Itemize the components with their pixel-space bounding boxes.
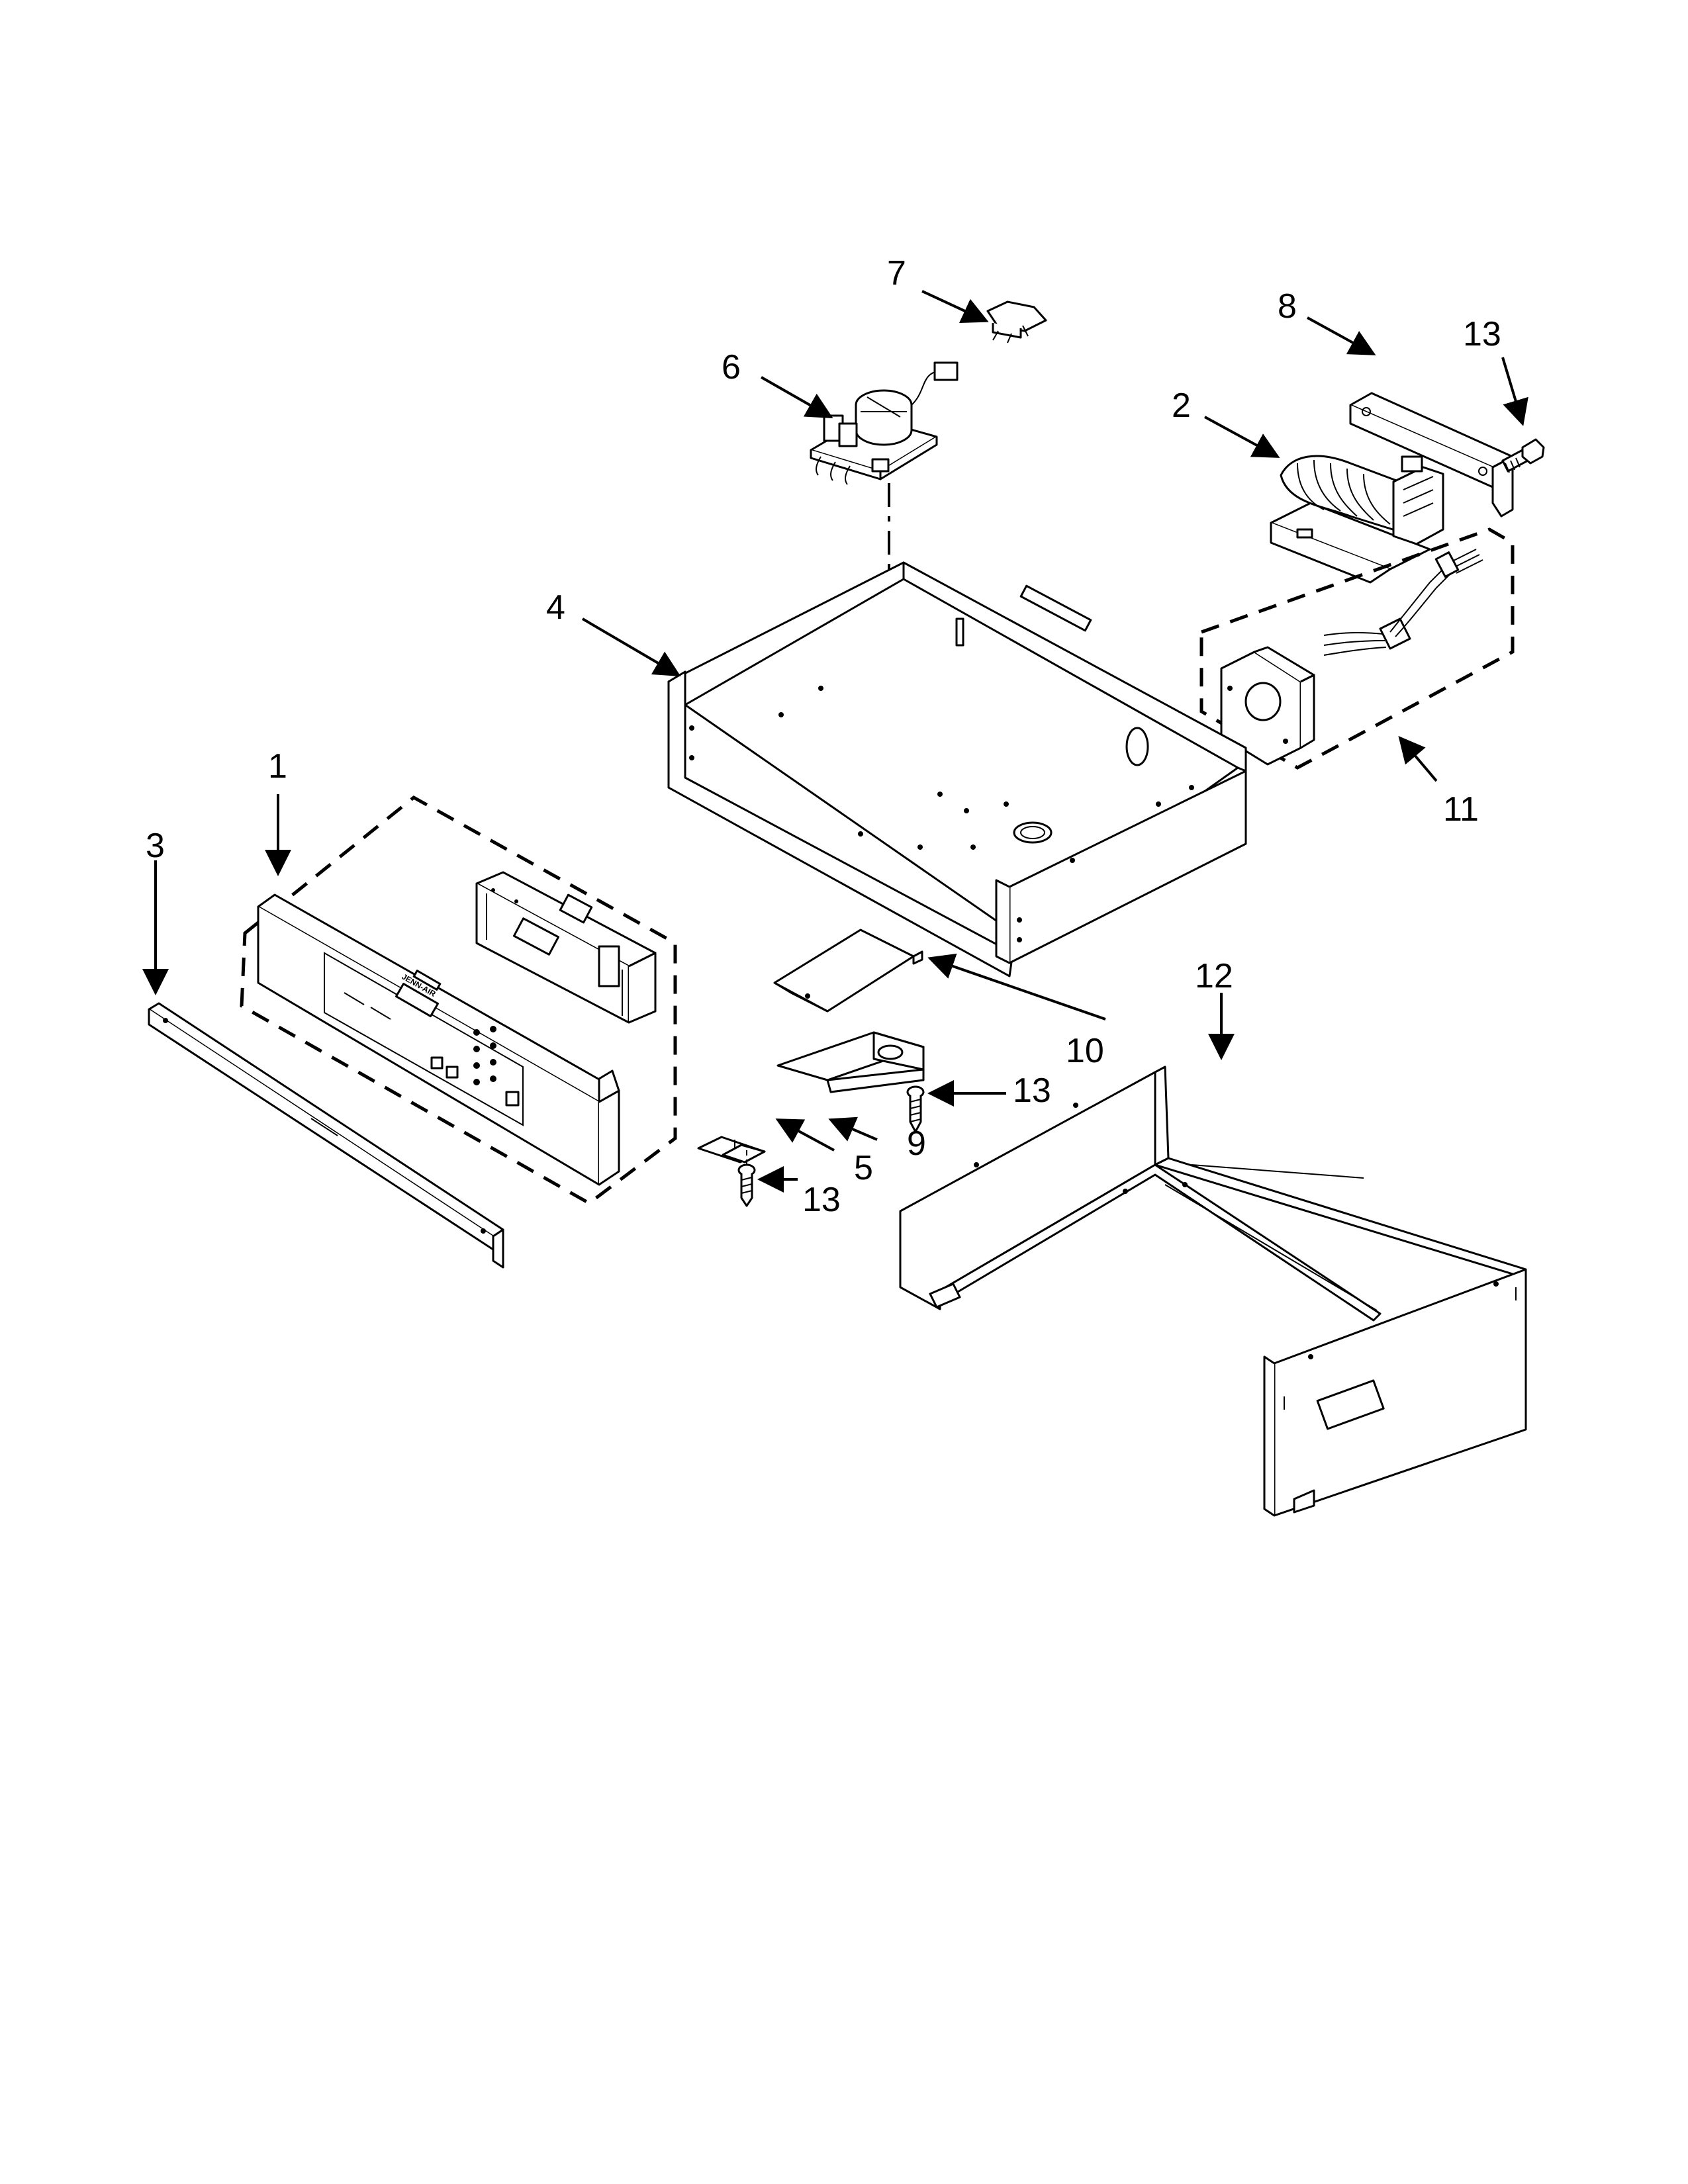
- label-part-3: 3: [146, 827, 165, 865]
- trim-strip-part-3: [148, 1002, 504, 1269]
- clip-part-5: [697, 1136, 766, 1163]
- label-part-4: 4: [546, 588, 565, 627]
- blower-motor-part-2: [1270, 455, 1444, 584]
- screw-part-13-bottom: [737, 1163, 756, 1207]
- label-part-12: 12: [1195, 957, 1233, 995]
- label-part-13-bottom: 13: [802, 1181, 841, 1219]
- screw-part-13-middle: [906, 1085, 925, 1133]
- label-part-2: 2: [1172, 387, 1191, 425]
- outer-frame-part-12: [899, 1066, 1527, 1517]
- label-part-10: 10: [1066, 1032, 1104, 1070]
- shield-part-10: [773, 929, 923, 1013]
- label-part-13-middle: 13: [1013, 1071, 1051, 1110]
- label-part-8: 8: [1278, 287, 1297, 326]
- label-part-7: 7: [887, 254, 906, 293]
- label-part-5: 5: [854, 1149, 873, 1187]
- duct-part-9: [776, 1031, 925, 1093]
- relay-board-part-6: [810, 361, 959, 485]
- label-part-11: 11: [1443, 790, 1479, 829]
- label-part-13-top: 13: [1463, 315, 1501, 353]
- bracket-part-8: [1349, 392, 1514, 518]
- screw-part-13-top: [1501, 438, 1545, 473]
- control-panel-kit-part-1: JENN-AIR: [240, 795, 677, 1205]
- cabinet-box-part-4: [667, 561, 1247, 978]
- label-part-9: 9: [907, 1124, 926, 1163]
- part-labels: 7 6 8 13 2 4 11 1 3 12 10 13 9 5 13: [146, 254, 1501, 1219]
- label-part-1: 1: [268, 747, 287, 786]
- leader-lines: [142, 290, 1528, 1193]
- thermostat-part-7: [986, 300, 1047, 343]
- label-part-6: 6: [722, 348, 741, 387]
